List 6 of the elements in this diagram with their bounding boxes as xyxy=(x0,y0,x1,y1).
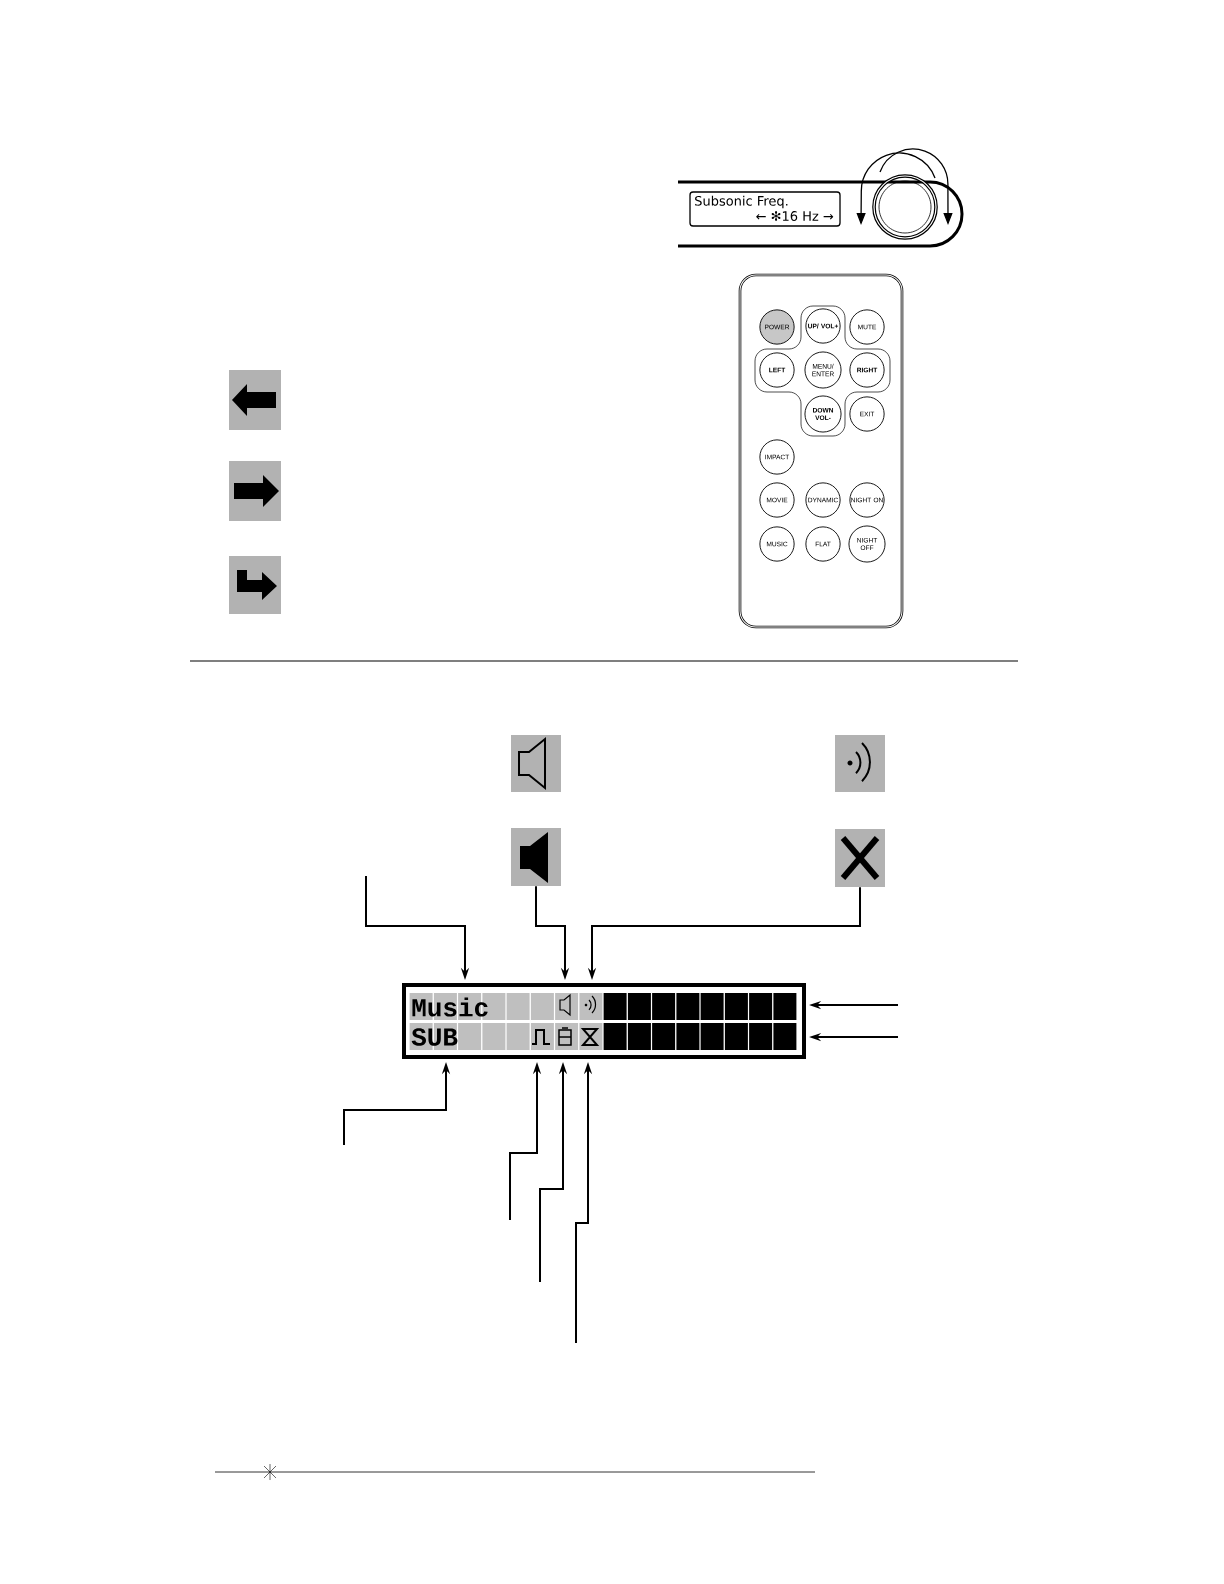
mute-icon xyxy=(835,829,885,887)
speaker-icon xyxy=(511,828,561,886)
display-box xyxy=(689,191,841,227)
lcd-display: Music SUB xyxy=(402,983,806,1059)
display-text: Subsonic Freq. xyxy=(695,195,788,209)
display-text: ← ✻16 Hz → xyxy=(756,211,834,221)
